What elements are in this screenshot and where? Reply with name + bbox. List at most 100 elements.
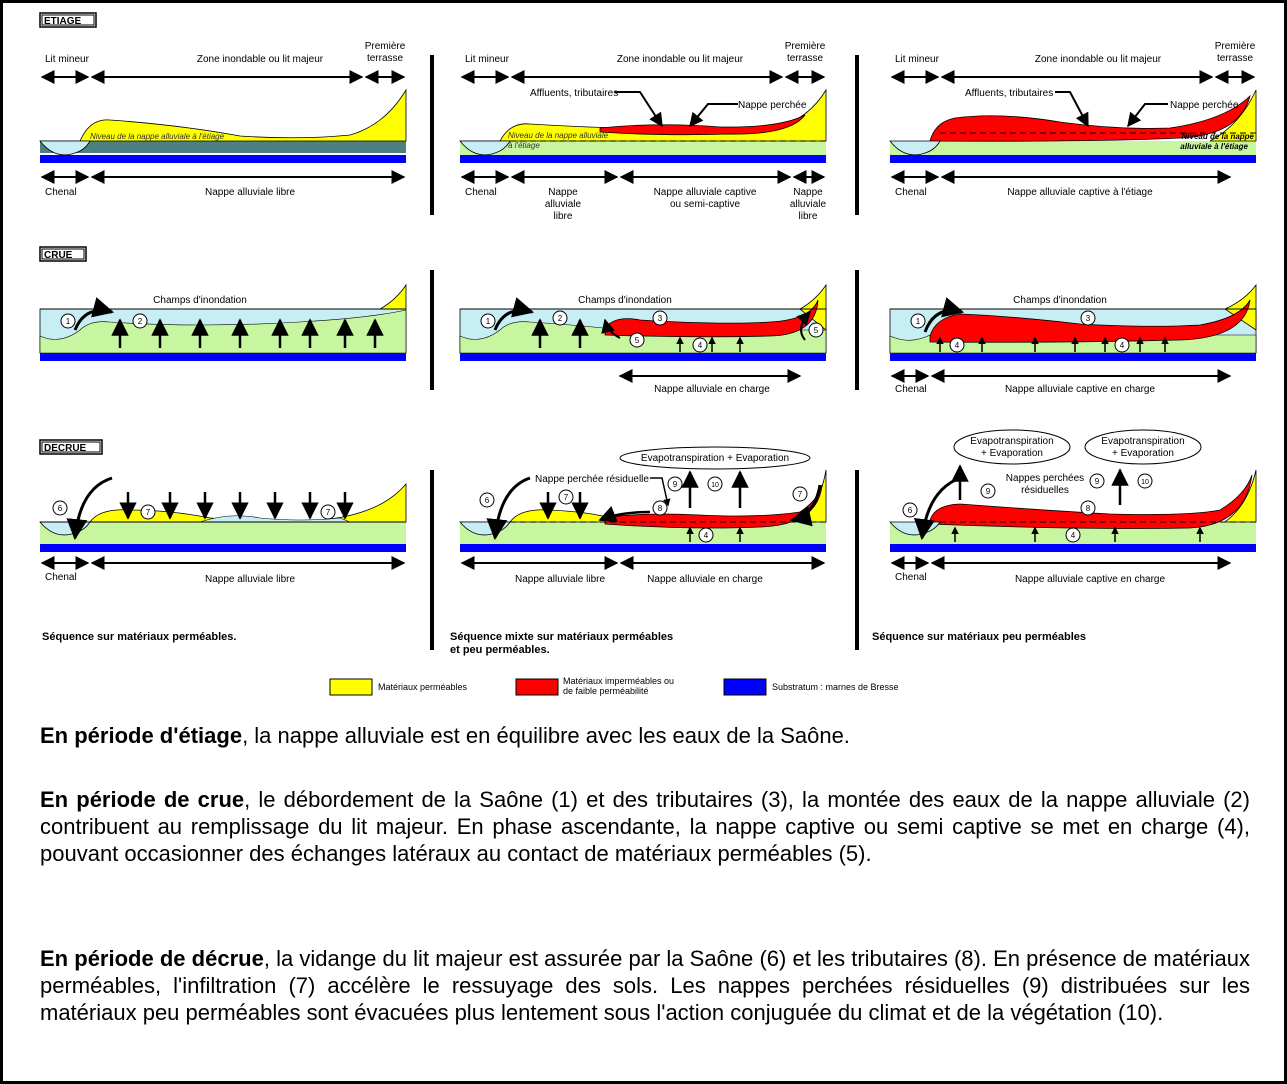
svg-text:Nappe alluviale captive à l'ét: Nappe alluviale captive à l'étiage [1007, 187, 1153, 198]
svg-text:Nappe alluviale captive: Nappe alluviale captive [654, 187, 757, 198]
paragraph-crue-text: , le débordement de la Saône (1) et des … [40, 787, 1250, 866]
svg-text:1: 1 [66, 317, 71, 326]
legend-label-permeable: Matériaux perméables [378, 682, 468, 692]
paragraph-etiage: En période d'étiage, la nappe alluviale … [40, 722, 1250, 749]
svg-text:Lit mineur: Lit mineur [45, 54, 90, 65]
svg-text:alluviale: alluviale [790, 199, 827, 210]
etiage-panel-1: Lit mineur Zone inondable ou lit majeur … [39, 41, 407, 198]
legend-label-impermeable-b: de faible perméabilité [563, 686, 649, 696]
svg-text:Niveau de la nappe alluviale: Niveau de la nappe alluviale [508, 131, 609, 140]
svg-text:Nappe alluviale captive en cha: Nappe alluviale captive en charge [1005, 384, 1156, 395]
svg-text:10: 10 [1141, 479, 1149, 486]
svg-text:libre: libre [799, 211, 818, 222]
svg-text:Nappe alluviale libre: Nappe alluviale libre [205, 574, 295, 585]
svg-text:4: 4 [955, 341, 960, 350]
svg-text:7: 7 [326, 508, 331, 517]
svg-text:Chenal: Chenal [465, 187, 497, 198]
svg-text:Affluents, tributaires: Affluents, tributaires [965, 88, 1053, 99]
svg-text:libre: libre [554, 211, 573, 222]
paragraph-crue: En période de crue, le débordement de la… [40, 786, 1250, 867]
svg-text:Nappe alluviale en charge: Nappe alluviale en charge [647, 574, 763, 585]
svg-text:3: 3 [658, 314, 663, 323]
svg-text:2: 2 [138, 317, 143, 326]
crue-panel-3: Champs d'inondation 1 3 4 4 Chenal Nappe… [889, 283, 1257, 395]
svg-text:9: 9 [986, 487, 991, 496]
svg-text:Nappe perchée: Nappe perchée [738, 100, 807, 111]
svg-text:9: 9 [1095, 477, 1100, 486]
svg-text:Champs d'inondation: Champs d'inondation [1013, 295, 1107, 306]
svg-text:Evapotranspiration: Evapotranspiration [1101, 436, 1184, 447]
legend-swatch-permeable [329, 678, 373, 696]
svg-text:6: 6 [908, 506, 913, 515]
etiage-panel-3: Lit mineur Zone inondable ou lit majeur … [889, 41, 1257, 198]
svg-text:Première: Première [785, 41, 826, 52]
etiage-panel-2: Lit mineur Zone inondable ou lit majeur … [459, 41, 827, 222]
svg-text:5: 5 [814, 326, 819, 335]
svg-text:8: 8 [1086, 504, 1091, 513]
svg-text:Chenal: Chenal [895, 384, 927, 395]
svg-text:Première: Première [365, 41, 406, 52]
svg-text:Zone inondable ou lit majeur: Zone inondable ou lit majeur [1035, 54, 1162, 65]
svg-text:résiduelles: résiduelles [1021, 485, 1069, 496]
svg-text:terrasse: terrasse [787, 53, 824, 64]
paragraph-etiage-lead: En période d'étiage [40, 723, 243, 748]
legend-swatch-impermeable [515, 678, 559, 696]
svg-text:Evapotranspiration + Evaporati: Evapotranspiration + Evaporation [641, 453, 789, 464]
substratum-layer [40, 155, 406, 163]
section-tag-crue: CRUE [39, 246, 87, 262]
svg-text:+ Evaporation: + Evaporation [981, 448, 1043, 459]
svg-text:Nappe perchée: Nappe perchée [1170, 100, 1239, 111]
svg-text:DECRUE: DECRUE [44, 443, 87, 454]
svg-text:3: 3 [1086, 314, 1091, 323]
sequence-caption-1: Séquence sur matériaux perméables. [42, 631, 236, 643]
svg-text:6: 6 [485, 496, 490, 505]
sequence-caption-2a: Séquence mixte sur matériaux perméables [450, 631, 673, 643]
svg-text:8: 8 [658, 504, 663, 513]
svg-text:Nappe alluviale libre: Nappe alluviale libre [205, 187, 295, 198]
separator [430, 55, 434, 215]
sequence-caption-3: Séquence sur matériaux peu perméables [872, 631, 1086, 643]
svg-text:Champs d'inondation: Champs d'inondation [153, 295, 247, 306]
decrue-panel-1: 6 7 7 Chenal Nappe alluviale libre [39, 476, 407, 585]
svg-text:4: 4 [1120, 341, 1125, 350]
svg-text:Zone inondable ou lit majeur: Zone inondable ou lit majeur [197, 54, 324, 65]
svg-text:Evapotranspiration: Evapotranspiration [970, 436, 1053, 447]
svg-text:Nappe alluviale libre: Nappe alluviale libre [515, 574, 605, 585]
svg-text:Lit mineur: Lit mineur [465, 54, 510, 65]
svg-text:alluviale à l'étiage: alluviale à l'étiage [1180, 142, 1248, 151]
crue-panel-2: Champs d'inondation 1 2 3 5 5 4 Nappe al… [459, 283, 827, 395]
svg-text:1: 1 [486, 317, 491, 326]
paragraph-decrue: En période de décrue, la vidange du lit … [40, 945, 1250, 1026]
svg-text:4: 4 [1071, 531, 1076, 540]
svg-text:alluviale: alluviale [545, 199, 582, 210]
svg-text:Nappe: Nappe [548, 187, 578, 198]
svg-text:Zone inondable ou lit majeur: Zone inondable ou lit majeur [617, 54, 744, 65]
svg-text:Première: Première [1215, 41, 1256, 52]
svg-text:terrasse: terrasse [367, 53, 404, 64]
svg-text:7: 7 [564, 493, 569, 502]
svg-text:Lit mineur: Lit mineur [895, 54, 940, 65]
separator [430, 270, 434, 390]
svg-text:4: 4 [704, 531, 709, 540]
svg-text:ETIAGE: ETIAGE [44, 16, 82, 27]
svg-text:Nappe alluviale en charge: Nappe alluviale en charge [654, 384, 770, 395]
paragraph-decrue-lead: En période de décrue [40, 946, 264, 971]
svg-text:1: 1 [916, 317, 921, 326]
svg-text:Chenal: Chenal [895, 572, 927, 583]
svg-text:ou semi-captive: ou semi-captive [670, 199, 740, 210]
svg-text:9: 9 [673, 480, 678, 489]
svg-text:10: 10 [711, 482, 719, 489]
separator [855, 470, 859, 650]
hydrology-diagram: ETIAGE CRUE DECRUE Lit mineur Zone inond… [39, 12, 1257, 696]
svg-text:Nappes perchées: Nappes perchées [1006, 473, 1084, 484]
svg-text:7: 7 [146, 508, 151, 517]
svg-text:à l'étiage: à l'étiage [508, 141, 540, 150]
decrue-panel-2: Evapotranspiration + Evaporation Nappe p… [459, 446, 827, 585]
separator [430, 470, 434, 650]
svg-text:Nappe perchée résiduelle: Nappe perchée résiduelle [535, 474, 649, 485]
svg-text:7: 7 [798, 490, 803, 499]
legend-swatch-substratum [723, 678, 767, 696]
svg-text:6: 6 [58, 504, 63, 513]
svg-text:5: 5 [635, 336, 640, 345]
sequence-caption-2b: et peu perméables. [450, 644, 550, 656]
